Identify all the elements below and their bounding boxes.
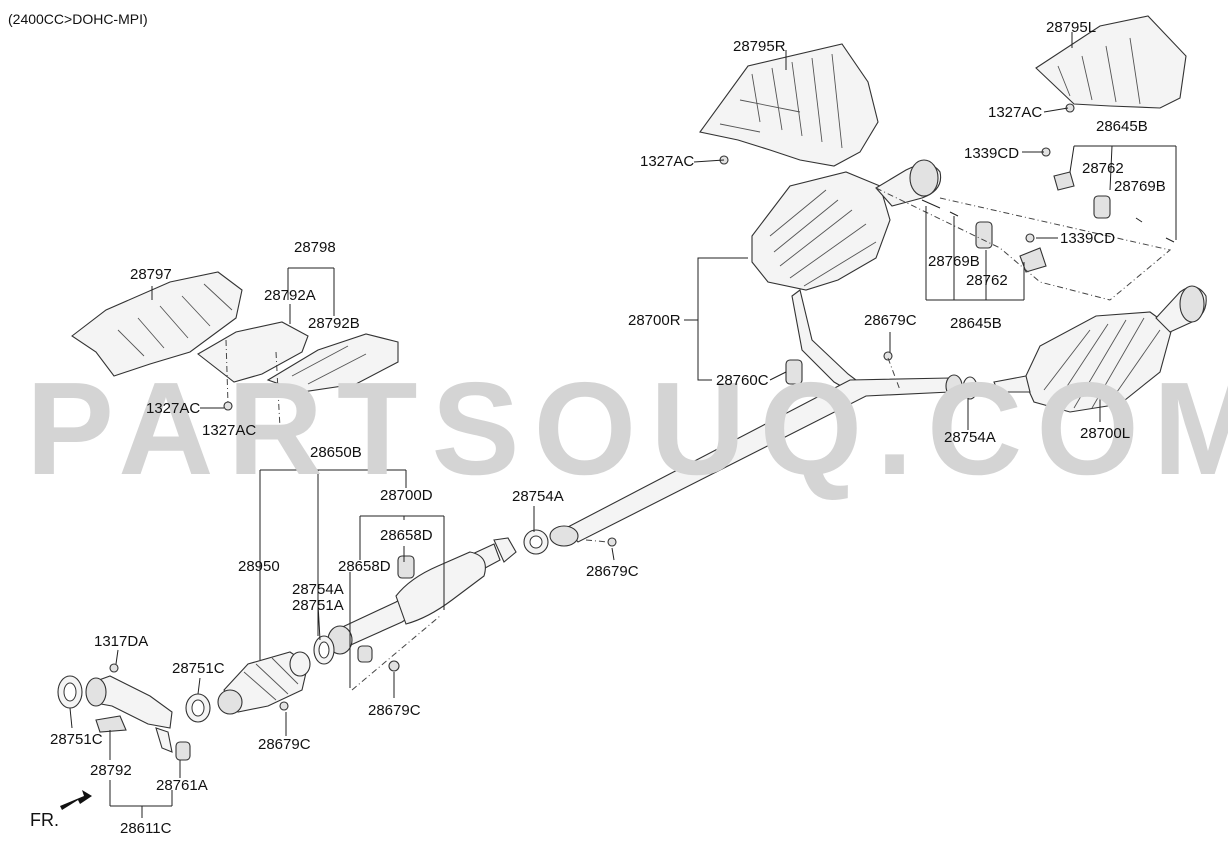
front-direction-indicator: FR.	[30, 790, 92, 830]
callout-label[interactable]: 1339CD	[1060, 230, 1115, 247]
callout-label[interactable]: 1317DA	[94, 633, 148, 650]
rear-muffler-rh[interactable]	[751, 159, 942, 391]
heat-protector-lh[interactable]	[1035, 15, 1187, 109]
front-exhaust-pipe[interactable]	[85, 675, 173, 753]
callout-label[interactable]: 1327AC	[202, 422, 256, 439]
catalytic-converter[interactable]	[217, 651, 309, 715]
callout-label[interactable]: 28658D	[380, 527, 433, 544]
callout-label[interactable]: 28762	[1082, 160, 1124, 177]
callout-label[interactable]: 28761A	[156, 777, 208, 794]
front-pipe-resonator[interactable]	[327, 537, 517, 655]
callout-label[interactable]: 28760C	[716, 372, 769, 389]
callout-label[interactable]: 1327AC	[146, 400, 200, 417]
brackets[interactable]	[95, 171, 1075, 733]
callout-label[interactable]: 28611C	[120, 820, 172, 837]
callout-label[interactable]: 28792B	[308, 315, 360, 332]
callout-label[interactable]: 28762	[966, 272, 1008, 289]
callout-label[interactable]: 28658D	[338, 558, 391, 575]
front-label: FR.	[30, 810, 59, 830]
callout-label[interactable]: 28679C	[864, 312, 917, 329]
rubber-hangers[interactable]	[175, 195, 1111, 761]
callout-label[interactable]: 28679C	[586, 563, 639, 580]
callout-label[interactable]: 28700L	[1080, 425, 1130, 442]
callout-label[interactable]: 28797	[130, 266, 172, 283]
assembly-lines	[225, 187, 1172, 691]
front-arrow-icon	[60, 790, 92, 810]
callout-label[interactable]: 28792A	[264, 287, 316, 304]
engine-spec-header: (2400CC>DOHC-MPI)	[8, 11, 148, 27]
callout-label[interactable]: 28700R	[628, 312, 681, 329]
callout-label[interactable]: 28751C	[50, 731, 103, 748]
callout-label[interactable]: 1327AC	[988, 104, 1042, 121]
callout-label[interactable]: 28679C	[258, 736, 311, 753]
callout-label[interactable]: 28754A	[292, 581, 344, 598]
callout-label[interactable]: 28792	[90, 762, 132, 779]
callout-label[interactable]: 28679C	[368, 702, 421, 719]
leader-lines	[69, 32, 1177, 818]
callout-label[interactable]: 28769B	[928, 253, 980, 270]
callout-label[interactable]: 28795R	[733, 38, 786, 55]
callout-label[interactable]: 1339CD	[964, 145, 1019, 162]
callout-label[interactable]: 28700D	[380, 487, 433, 504]
heat-protector-rh[interactable]	[699, 43, 879, 167]
callout-label[interactable]: 28645B	[1096, 118, 1148, 135]
callout-label[interactable]: 28650B	[310, 444, 362, 461]
gaskets[interactable]	[57, 376, 978, 723]
heat-protector-rear[interactable]	[266, 333, 399, 393]
callout-label[interactable]: 28645B	[950, 315, 1002, 332]
callout-label[interactable]: 28754A	[944, 429, 996, 446]
callout-label[interactable]: 28950	[238, 558, 280, 575]
callout-label[interactable]: 28754A	[512, 488, 564, 505]
callout-label[interactable]: 28769B	[1114, 178, 1166, 195]
callout-label[interactable]: 28751C	[172, 660, 225, 677]
callout-label[interactable]: 28798	[294, 239, 336, 256]
callout-labels: 28795R 1327AC 28795L 1327AC 28645B 1339C…	[50, 19, 1166, 837]
callout-label[interactable]: 28795L	[1046, 19, 1096, 36]
watermark-text: PARTSOUQ.COM	[26, 355, 1228, 502]
heat-protector-front[interactable]	[71, 271, 243, 377]
heat-protector-mid[interactable]	[197, 321, 309, 383]
center-pipe[interactable]	[549, 374, 963, 547]
parts-drawing	[57, 15, 1207, 761]
rear-muffler-lh[interactable]	[993, 285, 1207, 413]
callout-label[interactable]: 1327AC	[640, 153, 694, 170]
callout-label[interactable]: 28751A	[292, 597, 344, 614]
